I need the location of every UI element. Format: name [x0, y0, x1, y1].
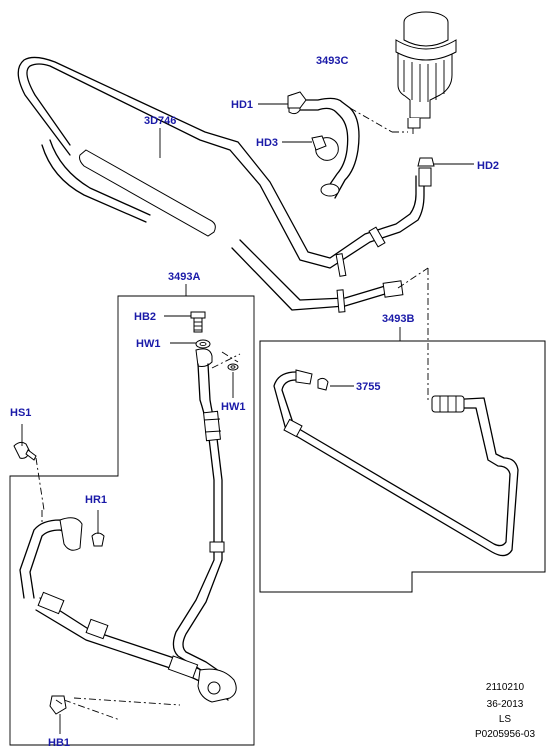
label-3493b: 3493B	[382, 313, 414, 325]
drawing-reference: 2110210 36-2013 LS P0205956-03	[475, 682, 535, 740]
label-hb2: HB2	[134, 311, 156, 323]
hw1-washer-b	[227, 363, 239, 398]
hose-3493c	[288, 93, 408, 199]
label-hd3: HD3	[256, 137, 278, 149]
label-3755: 3755	[356, 381, 380, 393]
kit-3493b-frame	[259, 327, 546, 593]
fluid-reservoir	[395, 11, 457, 134]
hb1-bolt	[49, 695, 67, 734]
label-hs1: HS1	[10, 407, 31, 419]
hd3-clip	[282, 135, 327, 151]
hb2-bolt	[164, 311, 206, 333]
pipe-3d746	[17, 56, 474, 400]
hs1-screw	[13, 424, 45, 511]
callout-labels: 3493C HD1 HD3 HD2 3D746 3493A HB2 HW1 HW…	[10, 55, 499, 749]
label-3493c: 3493C	[316, 55, 348, 67]
label-hd2: HD2	[477, 160, 499, 172]
footer-line-4: P0205956-03	[475, 729, 535, 740]
label-hw1-b: HW1	[221, 401, 245, 413]
label-3493a: 3493A	[168, 271, 200, 283]
footer-line-2: 36-2013	[487, 699, 524, 710]
hr1-clip	[91, 510, 105, 547]
pipe-3493a	[19, 348, 241, 721]
footer-line-1: 2110210	[486, 682, 525, 693]
label-hd1: HD1	[231, 99, 253, 111]
footer-line-3: LS	[499, 714, 512, 725]
label-hr1: HR1	[85, 494, 107, 506]
hw1-washer-a	[170, 339, 211, 349]
label-hw1-a: HW1	[136, 338, 160, 350]
hd1-clip	[258, 91, 307, 109]
kit-3493a-frame	[9, 284, 255, 746]
label-hb1: HB1	[48, 737, 70, 749]
pipe-3493b	[273, 369, 519, 557]
label-3d746: 3D746	[144, 115, 176, 127]
